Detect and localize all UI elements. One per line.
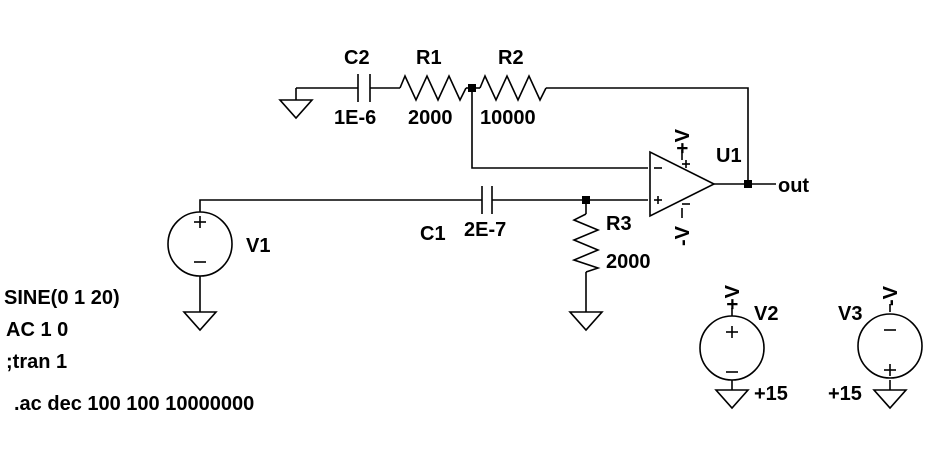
voltage-source-v1[interactable] [167, 211, 233, 277]
directive-sine: SINE(0 1 20) [4, 287, 120, 309]
net-label-opamp-vplus: +V [672, 128, 694, 154]
wires [199, 87, 891, 390]
label-v3-name: V3 [838, 303, 862, 325]
label-u1-name: U1 [716, 145, 742, 167]
resistor-r3[interactable] [571, 213, 601, 273]
ground-symbol [182, 311, 218, 332]
label-c1-name: C1 [420, 223, 446, 245]
ground-symbol [568, 311, 604, 332]
directive-ac-sweep: .ac dec 100 100 10000000 [14, 393, 254, 415]
label-v1-name: V1 [246, 235, 270, 257]
label-r1-value: 2000 [408, 107, 453, 129]
opamp-u1[interactable] [649, 150, 716, 218]
label-r3-name: R3 [606, 213, 632, 235]
label-c1-value: 2E-7 [464, 219, 506, 241]
label-v3-value: +15 [828, 383, 862, 405]
directive-tran: ;tran 1 [6, 351, 67, 373]
junction-dot [744, 180, 752, 188]
label-v2-name: V2 [754, 303, 778, 325]
label-r1-name: R1 [416, 47, 442, 69]
label-c2-name: C2 [344, 47, 370, 69]
resistor-r2[interactable] [479, 74, 547, 102]
label-c2-value: 1E-6 [334, 107, 376, 129]
ground-symbol [872, 389, 908, 410]
ground-symbol [278, 99, 314, 120]
label-r2-name: R2 [498, 47, 524, 69]
label-v2-value: +15 [754, 383, 788, 405]
net-label-v2-vplus: +V [722, 284, 744, 310]
net-label-opamp-vminus: -V [672, 225, 694, 246]
capacitor-c1[interactable] [481, 186, 493, 214]
junction-dot [582, 196, 590, 204]
label-r2-value: 10000 [480, 107, 536, 129]
voltage-source-v3[interactable] [857, 313, 923, 379]
ground-symbol [714, 389, 750, 410]
voltage-source-v2[interactable] [699, 315, 765, 381]
net-label-out: out [778, 175, 809, 197]
capacitor-c2[interactable] [357, 74, 371, 102]
junction-dot [468, 84, 476, 92]
resistor-r1[interactable] [399, 74, 467, 102]
net-label-v3-vminus: -V [880, 285, 902, 306]
directive-ac: AC 1 0 [6, 319, 68, 341]
label-r3-value: 2000 [606, 251, 651, 273]
